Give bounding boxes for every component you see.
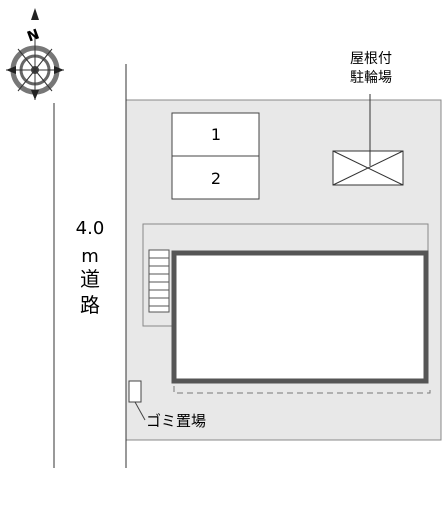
parking-area (171, 112, 260, 200)
road-width-unit: m (81, 246, 99, 267)
balcony-dashed-line (173, 386, 431, 394)
road-label-char-1: 道 (80, 267, 100, 291)
compass-rose-icon (6, 8, 64, 100)
bicycle-parking (332, 94, 404, 186)
bicycle-parking-label-line2: 駐輪場 (350, 69, 392, 86)
building (171, 250, 429, 384)
garbage-area-label: ゴミ置場 (146, 412, 206, 430)
compass-north-letter: N (25, 26, 41, 45)
parking-space-1 (171, 112, 260, 157)
road-width-value: 4.0 (76, 218, 105, 239)
parking-space-2-label: 2 (211, 169, 221, 188)
garbage-leader-line (134, 401, 146, 421)
staircase (148, 249, 170, 313)
parking-space-2 (171, 155, 260, 200)
bicycle-parking-label-line1: 屋根付 (350, 51, 392, 67)
garbage-area (128, 380, 142, 403)
road-label-char-2: 路 (80, 293, 100, 317)
parking-space-1-label: 1 (211, 125, 221, 144)
